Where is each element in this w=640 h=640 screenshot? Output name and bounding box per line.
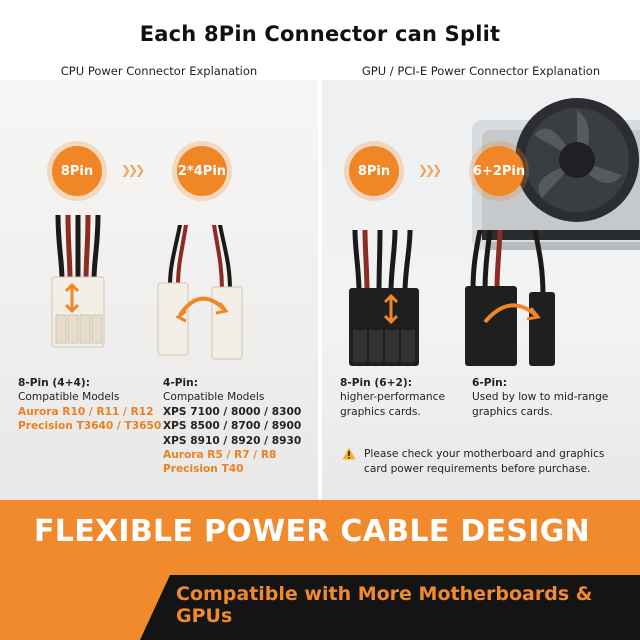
arrow-right-icon: ❯❯❯ [121,163,145,177]
cpu-8pin-connector-image [51,215,105,348]
gpu-8pin-description: 8-Pin (6+2): higher-performance graphics… [340,376,470,419]
banner-title: FLEXIBLE POWER CABLE DESIGN [34,514,591,549]
page-title: Each 8Pin Connector can Split [139,22,501,46]
cpu-2x4pin-connector-image [157,225,243,360]
cpu-4pin-description: 4-Pin: Compatible Models XPS 7100 / 8000… [163,376,323,477]
gpu-8pin-badge: 8Pin [349,146,399,196]
panel-divider [318,60,322,500]
warning-line-1: Please check your motherboard and graphi… [364,448,605,460]
cpu-8pin-description: 8-Pin (4+4): Compatible Models Aurora R1… [18,376,168,434]
cpu-4pin-model: XPS 8500 / 8700 / 8900 [163,420,302,433]
arrow-right-icon: ❯❯❯ [418,163,442,177]
cpu-2x4pin-badge: 2*4Pin [177,146,227,196]
cpu-8pin-subtitle: Compatible Models [18,391,120,404]
warning-note: Please check your motherboard and graphi… [342,447,632,477]
cpu-8pin-model: Precision T3640 / T3650 [18,420,162,433]
gpu-8pin-line: graphics cards. [340,405,421,418]
banner-subtitle: Compatible with More Motherboards & GPUs [176,583,593,627]
gpu-8pin-title: 8-Pin (6+2): [340,377,412,389]
warning-line-2: card power requirements before purchase. [364,463,591,475]
gpu-6pin-line: Used by low to mid-range [472,391,609,404]
warning-icon [342,447,356,460]
cpu-panel-heading: CPU Power Connector Explanation [60,64,258,78]
cpu-4pin-model: Aurora R5 / R7 / R8 [163,449,277,462]
cpu-4pin-title: 4-Pin: [163,377,198,389]
cpu-4pin-subtitle: Compatible Models [163,391,265,404]
gpu-8pin-line: higher-performance [340,391,445,404]
gpu-panel-heading: GPU / PCI-E Power Connector Explanation [361,64,601,78]
cpu-4pin-model: Precision T40 [163,463,244,476]
cpu-8pin-model: Aurora R10 / R11 / R12 [18,405,154,418]
cpu-8pin-title: 8-Pin (4+4): [18,377,90,389]
gpu-8pin-connector-image [349,230,419,366]
gpu-6plus2pin-badge: 6+2Pin [473,146,525,196]
banner-subtitle-background [140,575,640,640]
cpu-8pin-badge: 8Pin [52,146,102,196]
cpu-4pin-model: XPS 7100 / 8000 / 8300 [163,405,302,418]
gpu-6pin-line: graphics cards. [472,405,553,418]
cpu-4pin-model: XPS 8910 / 8920 / 8930 [163,434,302,447]
gpu-6pin-title: 6-Pin: [472,377,507,389]
gpu-6plus2pin-connector-image [465,230,555,366]
gpu-6pin-description: 6-Pin: Used by low to mid-range graphics… [472,376,632,419]
